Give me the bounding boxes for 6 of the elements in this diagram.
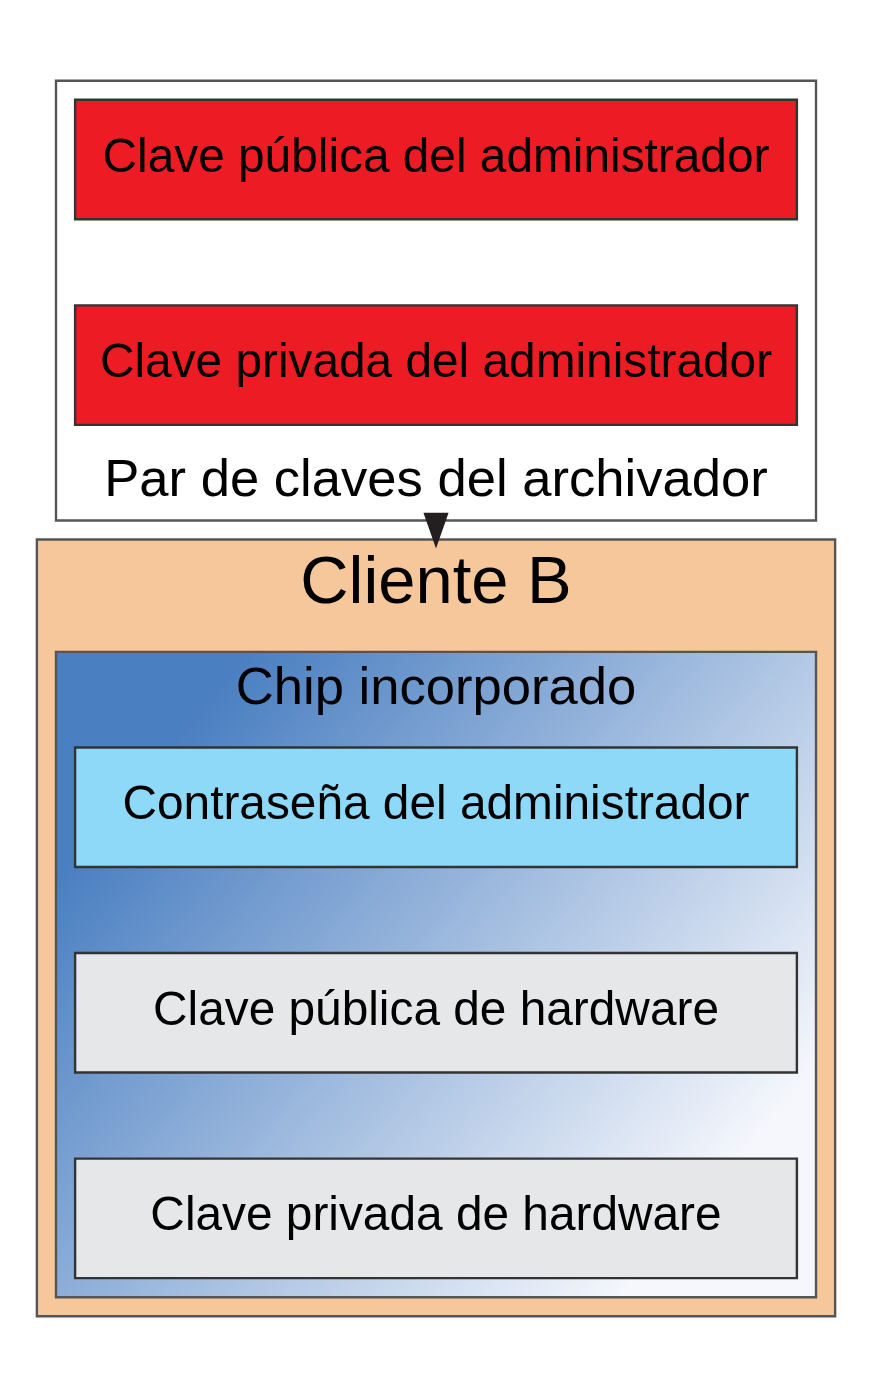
node-box: Clave privada de hardware (73, 1157, 799, 1280)
node-box: Clave privada del administrador (73, 304, 799, 427)
arrow (423, 512, 449, 549)
node-box: Clave pública del administrador (73, 98, 799, 221)
node-box: Contraseña del administrador (73, 746, 799, 869)
node-box: Clave pública de hardware (73, 951, 799, 1074)
